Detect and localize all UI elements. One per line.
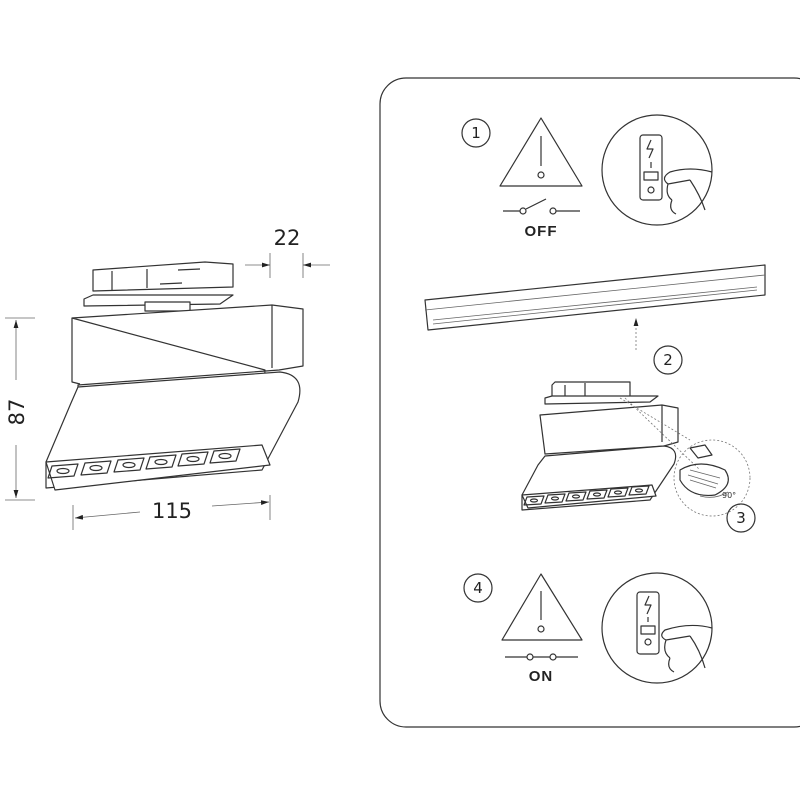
warning-triangle-icon [499,117,583,187]
on-label: ON [529,668,554,685]
luminaire-dimension-drawing: 22 87 115 [5,226,330,530]
lightning-icon [646,139,654,159]
detail-magnifier [673,439,751,517]
svg-text:1: 1 [471,124,481,142]
step-number-badge [461,118,491,148]
track-rail [424,264,766,331]
step-2: 2 [653,345,683,375]
instruction-panel [379,77,800,728]
luminaire-install-drawing [521,381,701,511]
svg-text:2: 2 [663,351,673,369]
svg-text:3: 3 [736,509,746,527]
switch-off-icon [503,198,580,215]
hand-switch-on-illustration [601,572,713,684]
step-3: 90° 3 [673,439,756,533]
off-label: OFF [525,223,558,240]
switch-on-icon [505,653,578,661]
svg-text:4: 4 [473,579,483,597]
rotation-angle-label: 90° [722,491,736,500]
hand-switch-off-illustration [601,114,713,226]
step-1: 1 OFF [461,114,713,240]
dimension-height: 87 [5,399,29,426]
step-number-badge [463,573,493,603]
warning-triangle-icon [501,573,583,641]
track-adapter [92,261,234,292]
dimension-width: 115 [152,499,192,523]
step-number-badge [726,503,756,533]
dimension-depth: 22 [274,226,301,250]
step-4: 4 ON [463,572,713,685]
lightning-icon [644,595,652,615]
step-number-badge [653,345,683,375]
